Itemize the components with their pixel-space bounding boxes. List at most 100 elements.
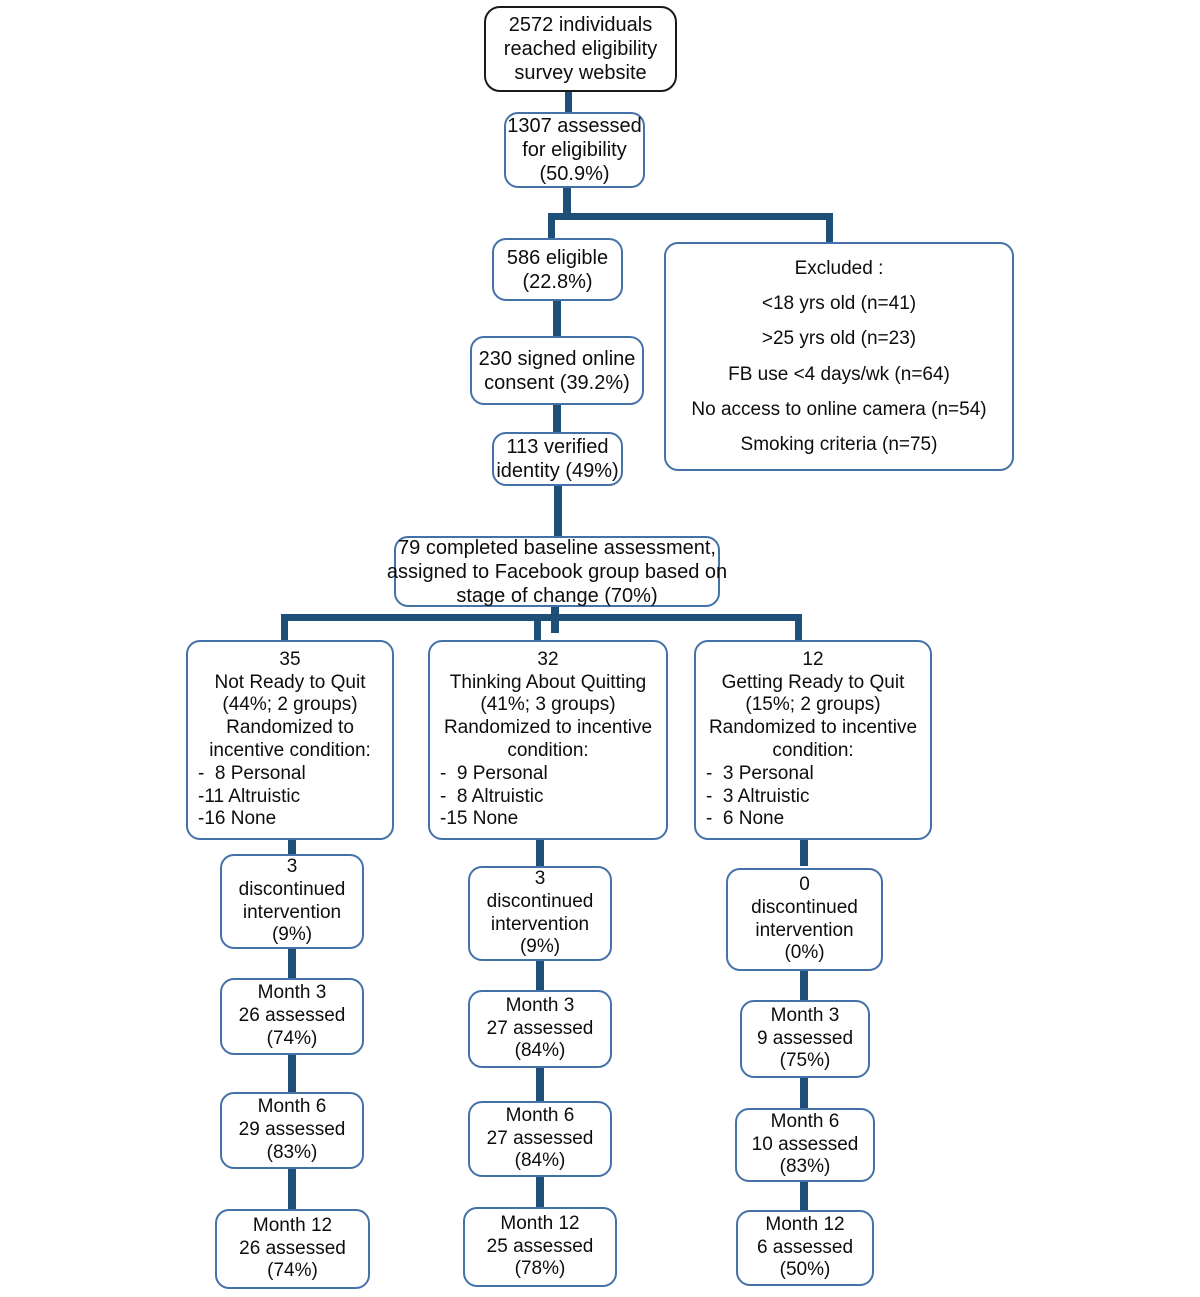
node-line: discontinued bbox=[238, 878, 346, 900]
connector-arm2-discontinued-to-m3 bbox=[536, 960, 544, 990]
node-line: (74%) bbox=[267, 1260, 318, 1282]
node-line: intervention bbox=[490, 913, 590, 935]
node-line: Month 6 bbox=[505, 1104, 575, 1126]
node-line: Month 6 bbox=[257, 1096, 327, 1118]
connector-reached-to-assessed bbox=[565, 90, 572, 115]
alloc-condition-line: -15 None bbox=[440, 808, 519, 830]
alloc-line: condition: bbox=[772, 740, 854, 761]
node-line: (50%) bbox=[779, 1259, 831, 1281]
alloc-line: Randomized to bbox=[226, 717, 354, 739]
node-line: 26 assessed bbox=[239, 1237, 346, 1259]
node-line: 586 eligible bbox=[506, 246, 609, 269]
alloc-condition-line: -16 None bbox=[198, 808, 277, 830]
connector-arm2-m6-to-m12 bbox=[536, 1177, 544, 1207]
node-line: (9%) bbox=[519, 936, 561, 958]
node-line: Month 6 bbox=[770, 1110, 840, 1132]
arm-3-discontinued: 0 discontinued intervention (0%) bbox=[726, 868, 883, 971]
node-line: 29 assessed bbox=[238, 1119, 346, 1141]
node-line: Month 3 bbox=[257, 982, 327, 1004]
node-line: 9 assessed bbox=[756, 1027, 854, 1049]
arm-3-allocation: 12 Getting Ready to Quit (15%; 2 groups)… bbox=[694, 640, 932, 840]
node-line: identity (49%) bbox=[496, 460, 619, 482]
alloc-condition-line: -11 Altruistic bbox=[198, 785, 301, 807]
arm-1-allocation: 35 Not Ready to Quit (44%; 2 groups) Ran… bbox=[186, 640, 394, 840]
arm-2-followup-month-6: Month 6 27 assessed (84%) bbox=[468, 1101, 612, 1177]
alloc-line: (15%; 2 groups) bbox=[745, 694, 881, 716]
node-line: 10 assessed bbox=[751, 1133, 859, 1155]
node-assessed-eligibility: 1307 assessed for eligibility (50.9%) bbox=[504, 112, 645, 188]
node-line: (83%) bbox=[779, 1156, 831, 1178]
node-line: 230 signed online bbox=[478, 347, 636, 370]
node-line: Month 12 bbox=[765, 1213, 845, 1235]
connector-arm1-m6-to-m12 bbox=[288, 1168, 296, 1209]
node-line: 27 assessed bbox=[486, 1127, 594, 1149]
connector-split-bar-three-arms bbox=[281, 614, 802, 621]
node-reached-website: 2572 individuals reached eligibility sur… bbox=[484, 6, 677, 92]
connector-arm1-alloc-to-discontinued bbox=[288, 838, 296, 856]
excluded-line: Excluded : bbox=[794, 258, 884, 280]
alloc-condition-line: - 9 Personal bbox=[440, 762, 548, 784]
node-line: Month 3 bbox=[505, 994, 575, 1016]
alloc-condition-line: - 8 Altruistic bbox=[440, 785, 544, 807]
node-line: Month 12 bbox=[500, 1212, 580, 1234]
node-verified-identity: 113 verified identity (49%) bbox=[492, 432, 623, 486]
node-line: discontinued bbox=[486, 890, 594, 912]
node-line: (84%) bbox=[514, 1040, 566, 1062]
node-line: intervention bbox=[755, 919, 854, 941]
connector-arm1-m3-to-m6 bbox=[288, 1054, 296, 1092]
node-line: 3 bbox=[534, 867, 546, 889]
excluded-line: <18 yrs old (n=41) bbox=[761, 293, 917, 315]
node-line: reached eligibility bbox=[503, 38, 658, 60]
arm-1-discontinued: 3 discontinued intervention (9%) bbox=[220, 854, 364, 949]
alloc-line: 12 bbox=[802, 648, 824, 670]
node-line: stage of change (70%) bbox=[456, 584, 658, 607]
node-line: (74%) bbox=[266, 1027, 318, 1049]
node-line: (9%) bbox=[271, 924, 313, 946]
node-line: for eligibility bbox=[522, 139, 627, 161]
node-line: 79 completed baseline assessment, bbox=[398, 536, 716, 559]
connector-consent-to-verified bbox=[553, 404, 561, 433]
node-line: 113 verified bbox=[506, 436, 609, 458]
arm-3-followup-month-12: Month 12 6 assessed (50%) bbox=[736, 1210, 874, 1286]
node-line: discontinued bbox=[751, 896, 858, 918]
alloc-line: Not Ready to Quit bbox=[214, 671, 366, 693]
node-line: consent (39.2%) bbox=[484, 371, 630, 394]
node-line: (22.8%) bbox=[522, 270, 593, 293]
arm-2-followup-month-3: Month 3 27 assessed (84%) bbox=[468, 990, 612, 1068]
node-line: (75%) bbox=[779, 1050, 831, 1072]
alloc-line: condition: bbox=[507, 740, 589, 761]
arm-1-followup-month-3: Month 3 26 assessed (74%) bbox=[220, 978, 364, 1055]
arm-2-discontinued: 3 discontinued intervention (9%) bbox=[468, 866, 612, 961]
node-baseline-assessment: 79 completed baseline assessment, assign… bbox=[387, 536, 727, 607]
alloc-line: Thinking About Quitting bbox=[449, 671, 647, 693]
connector-drop-to-arm-3 bbox=[795, 614, 802, 642]
node-line: Month 3 bbox=[770, 1004, 840, 1026]
connector-drop-to-arm-2 bbox=[534, 614, 541, 642]
connector-assessed-down bbox=[563, 186, 571, 220]
arm-2-allocation: 32 Thinking About Quitting (41%; 3 group… bbox=[428, 640, 668, 840]
alloc-condition-line: - 3 Altruistic bbox=[706, 785, 810, 807]
alloc-line: Randomized to incentive bbox=[708, 717, 918, 739]
connector-arm1-discontinued-to-m3 bbox=[288, 948, 296, 980]
node-line: (84%) bbox=[514, 1150, 566, 1172]
node-line: (50.9%) bbox=[539, 163, 610, 185]
alloc-condition-line: - 3 Personal bbox=[706, 762, 814, 784]
node-line: 2572 individuals bbox=[508, 14, 653, 36]
connector-verified-to-baseline bbox=[554, 485, 562, 539]
arm-3-followup-month-3: Month 3 9 assessed (75%) bbox=[740, 1000, 870, 1078]
alloc-condition-line: - 8 Personal bbox=[198, 762, 306, 784]
node-eligible: 586 eligible (22.8%) bbox=[492, 238, 623, 301]
connector-drop-to-arm-1 bbox=[281, 614, 288, 642]
connector-arm2-alloc-to-discontinued bbox=[536, 838, 544, 866]
alloc-line: incentive condition: bbox=[209, 740, 371, 761]
node-line: 1307 assessed bbox=[507, 115, 642, 137]
node-line: 6 assessed bbox=[756, 1236, 854, 1258]
node-excluded: Excluded : <18 yrs old (n=41) >25 yrs ol… bbox=[664, 242, 1014, 471]
connector-arm2-m3-to-m6 bbox=[536, 1068, 544, 1101]
node-line: 25 assessed bbox=[486, 1235, 594, 1257]
alloc-line: Getting Ready to Quit bbox=[721, 671, 905, 693]
arm-1-followup-month-12: Month 12 26 assessed (74%) bbox=[215, 1209, 370, 1289]
node-line: (0%) bbox=[784, 942, 825, 964]
connector-arm3-alloc-to-discontinued bbox=[800, 838, 808, 866]
